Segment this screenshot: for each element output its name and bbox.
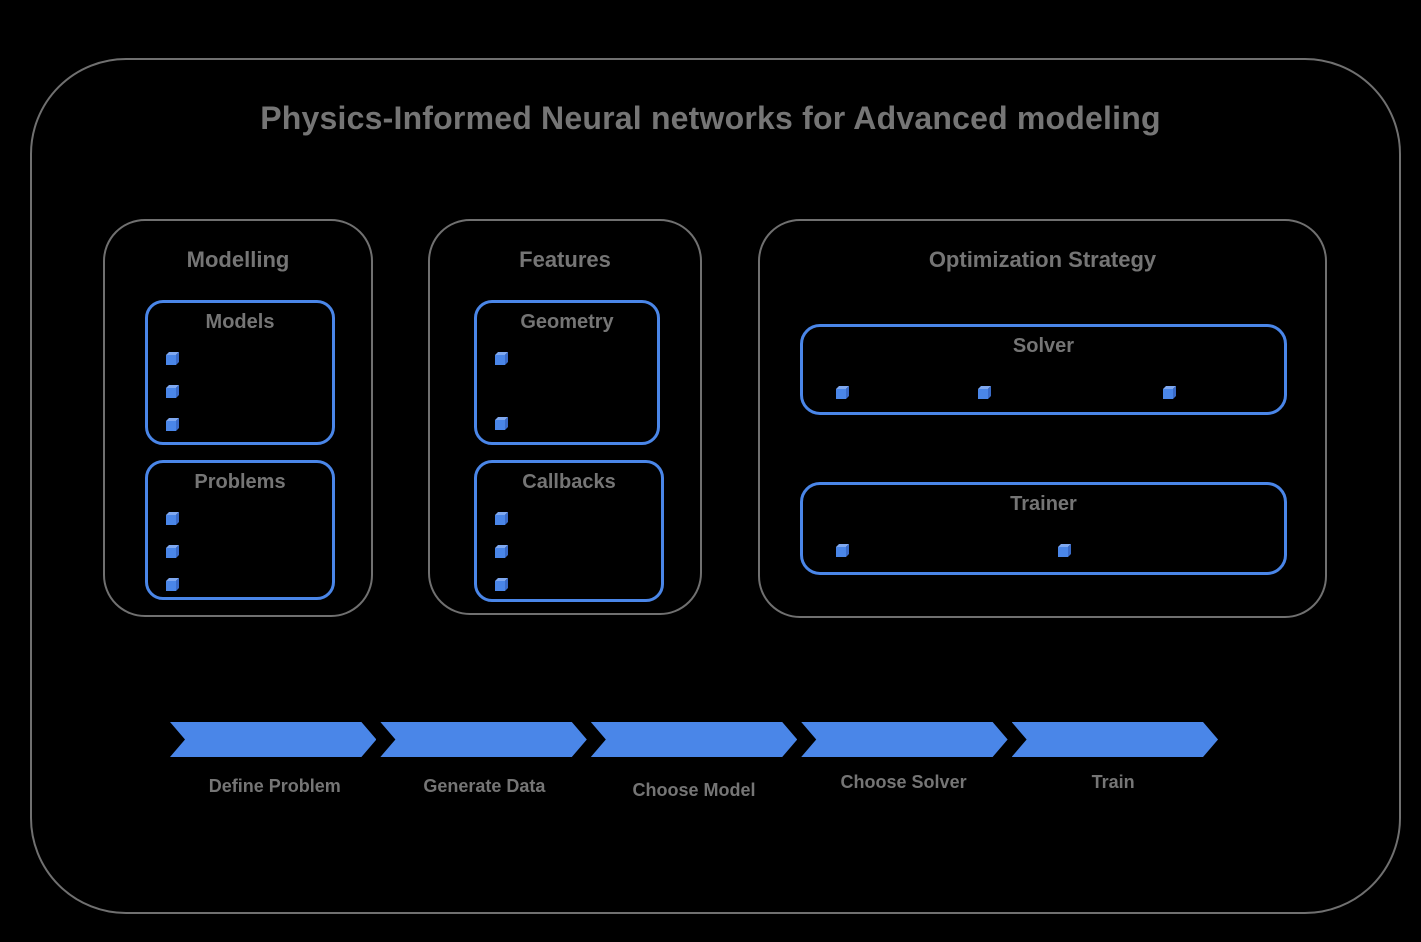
cube-icon <box>494 511 509 526</box>
box-title-problems: Problems <box>194 471 286 493</box>
flow-chevron <box>801 722 1007 757</box>
bullet-list-callbacks <box>494 511 509 592</box>
group-optimization-strategy: Optimization Strategy Solver Trainer <box>758 219 1327 618</box>
cube-icon <box>494 544 509 559</box>
cube-icon <box>835 543 850 558</box>
cube-icon <box>494 577 509 592</box>
box-title-models: Models <box>205 311 275 333</box>
process-flow-labels: Define Problem Generate Data Choose Model C… <box>170 772 1218 800</box>
cube-icon <box>165 577 180 592</box>
box-models: Models <box>145 300 335 445</box>
flow-step-label: Train <box>1091 772 1135 792</box>
bullet-list-problems <box>165 511 180 592</box>
box-title-geometry: Geometry <box>520 311 614 333</box>
group-title-optimization-strategy: Optimization Strategy <box>928 247 1157 272</box>
box-title-trainer: Trainer <box>1010 493 1077 515</box>
box-title-callbacks: Callbacks <box>522 471 616 493</box>
box-problems: Problems <box>145 460 335 600</box>
flow-chevron <box>170 722 376 757</box>
flow-step-label: Define Problem <box>208 776 341 796</box>
cube-icon <box>1162 385 1177 400</box>
bullet-list-solver <box>803 385 1284 401</box>
flow-chevron <box>1012 722 1218 757</box>
cube-icon <box>165 417 180 432</box>
cube-icon <box>977 385 992 400</box>
flow-step-label: Choose Solver <box>840 772 967 792</box>
bullet-list-models <box>165 351 180 432</box>
cube-icon <box>165 511 180 526</box>
box-callbacks: Callbacks <box>474 460 664 602</box>
flow-step-label: Generate Data <box>423 776 546 796</box>
cube-icon <box>494 351 509 366</box>
flow-step-label: Choose Model <box>632 780 756 800</box>
box-title-solver: Solver <box>1012 335 1075 357</box>
cube-icon <box>165 384 180 399</box>
cube-icon <box>835 385 850 400</box>
group-title-modelling: Modelling <box>186 247 290 272</box>
group-title-features: Features <box>519 247 611 272</box>
bullet-list-trainer <box>803 543 1284 559</box>
cube-icon <box>165 351 180 366</box>
group-modelling: Modelling Models Problems <box>103 219 373 617</box>
bullet-list-geometry <box>494 351 509 431</box>
box-solver: Solver <box>800 324 1287 415</box>
diagram-title: Physics-Informed Neural networks for Adv… <box>260 100 1161 136</box>
outer-frame <box>30 58 1401 914</box>
group-features: Features Geometry Callbacks <box>428 219 702 615</box>
process-flow-arrows <box>170 722 1218 757</box>
flow-chevron <box>591 722 797 757</box>
cube-icon <box>1057 543 1072 558</box>
cube-icon <box>494 416 509 431</box>
flow-chevron <box>380 722 586 757</box>
box-trainer: Trainer <box>800 482 1287 575</box>
box-geometry: Geometry <box>474 300 660 445</box>
cube-icon <box>165 544 180 559</box>
